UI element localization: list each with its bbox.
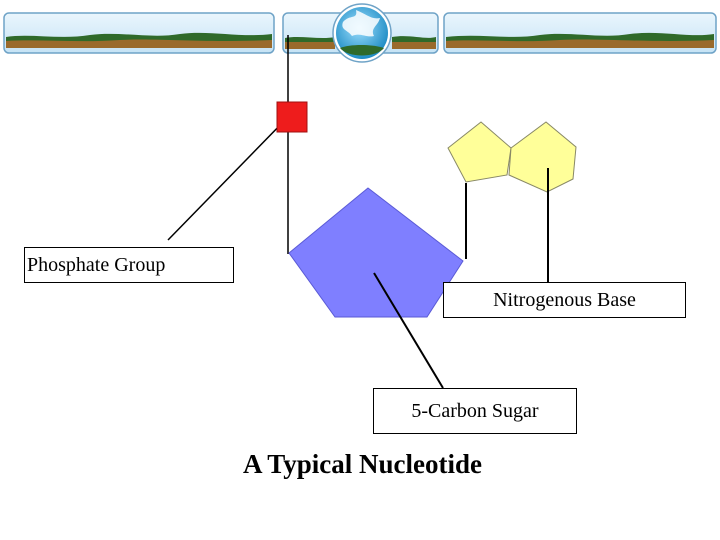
decorative-banner [3, 3, 717, 63]
phosphate-group-label-text: Phosphate Group [27, 254, 166, 276]
sugar-pentagon [288, 187, 464, 318]
base-ring-right [508, 121, 577, 193]
nitrogenous-base-label: Nitrogenous Base [443, 282, 686, 318]
banner-panel-left [3, 12, 275, 54]
five-carbon-sugar-label: 5-Carbon Sugar [373, 388, 577, 434]
base-ring-left [447, 121, 512, 183]
globe-icon [332, 3, 392, 63]
banner-panel-right [443, 12, 717, 54]
nitrogenous-base-label-text: Nitrogenous Base [493, 289, 636, 311]
phosphate-group-label: Phosphate Group [24, 247, 234, 283]
diagram-caption: A Typical Nucleotide [242, 449, 482, 479]
phosphate-square [276, 101, 308, 133]
phosphate-pointer [167, 117, 288, 241]
five-carbon-sugar-label-text: 5-Carbon Sugar [411, 400, 539, 422]
sugar-pointer [373, 272, 444, 389]
